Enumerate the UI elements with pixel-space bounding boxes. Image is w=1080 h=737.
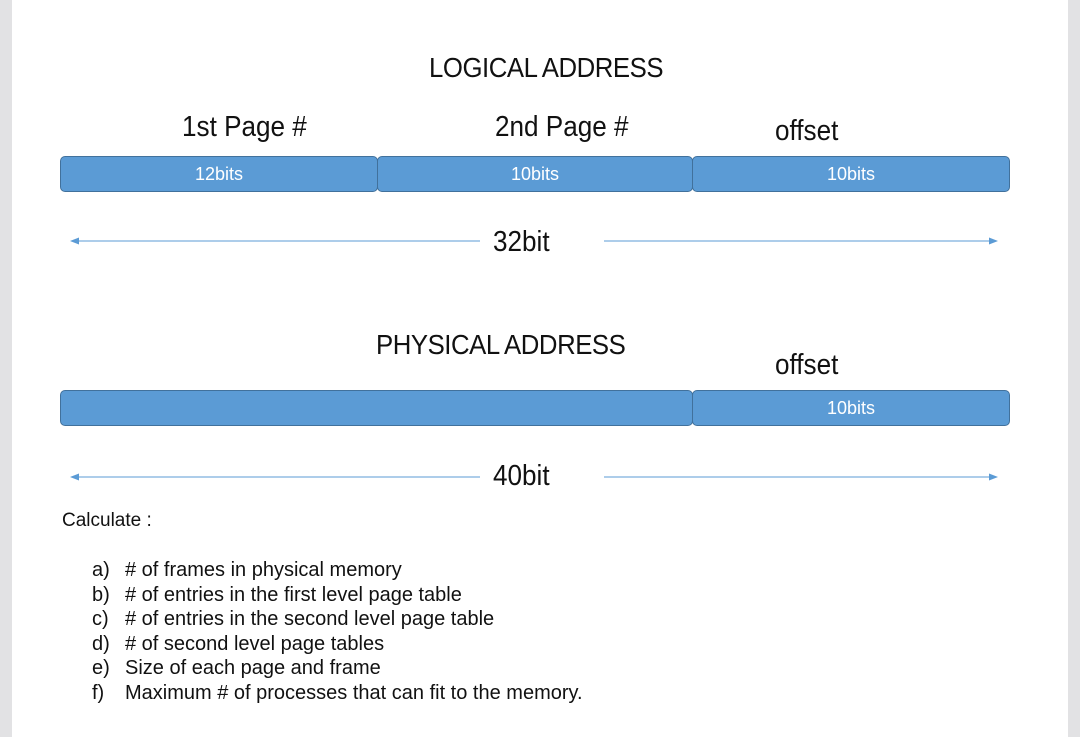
logical-width-arrow-left <box>70 237 480 245</box>
list-item-text: Maximum # of processes that can fit to t… <box>125 681 583 704</box>
logical-address-heading: LOGICAL ADDRESS <box>429 52 664 83</box>
physical-offset-title: offset <box>775 349 839 381</box>
list-marker: d) <box>92 632 110 655</box>
second-page-bits-label: 10bits <box>510 163 560 184</box>
physical-width-arrow-left <box>70 473 480 481</box>
list-item-text: # of entries in the first level page tab… <box>125 583 462 606</box>
list-marker: e) <box>92 657 110 680</box>
logical-width-arrow-right <box>604 237 998 245</box>
physical-offset-field: 10bits <box>692 390 1010 426</box>
physical-total-bits: 40bit <box>493 460 550 492</box>
list-marker: f) <box>92 681 105 704</box>
list-item-text: # of entries in the second level page ta… <box>125 608 495 631</box>
logical-offset-title: offset <box>775 115 839 147</box>
physical-offset-bits-label: 10bits <box>826 397 876 418</box>
calculate-label: Calculate : <box>62 510 152 531</box>
list-item: e) Size of each page and frame <box>92 656 583 681</box>
frame-number-field <box>60 390 693 426</box>
first-page-bits-label: 12bits <box>194 163 244 184</box>
list-item: d) # of second level page tables <box>92 632 583 657</box>
list-item: b) # of entries in the first level page t… <box>92 583 583 608</box>
physical-width-arrow-right <box>604 473 998 481</box>
second-page-number-title: 2nd Page # <box>495 111 629 143</box>
list-marker: b) <box>92 583 110 606</box>
list-item: a) # of frames in physical memory <box>92 558 583 583</box>
logical-offset-field: 10bits <box>692 156 1010 192</box>
list-item-text: # of frames in physical memory <box>125 559 402 581</box>
list-item: f) Maximum # of processes that can fit to… <box>92 681 583 706</box>
physical-address-heading: PHYSICAL ADDRESS <box>376 329 626 360</box>
first-page-number-field: 12bits <box>60 156 378 192</box>
logical-offset-bits-label: 10bits <box>826 163 876 184</box>
logical-total-bits: 32bit <box>493 226 550 258</box>
question-list: a) # of frames in physical memory b) # of … <box>92 558 583 706</box>
document-page: LOGICAL ADDRESS 1st Page # 2nd Page # of… <box>12 0 1068 737</box>
list-marker: a) <box>92 559 110 581</box>
second-page-number-field: 10bits <box>377 156 693 192</box>
list-item: c) # of entries in the second level page … <box>92 607 583 632</box>
list-item-text: Size of each page and frame <box>125 657 381 680</box>
list-marker: c) <box>92 608 109 631</box>
first-page-number-title: 1st Page # <box>182 111 307 143</box>
list-item-text: # of second level page tables <box>125 632 385 655</box>
